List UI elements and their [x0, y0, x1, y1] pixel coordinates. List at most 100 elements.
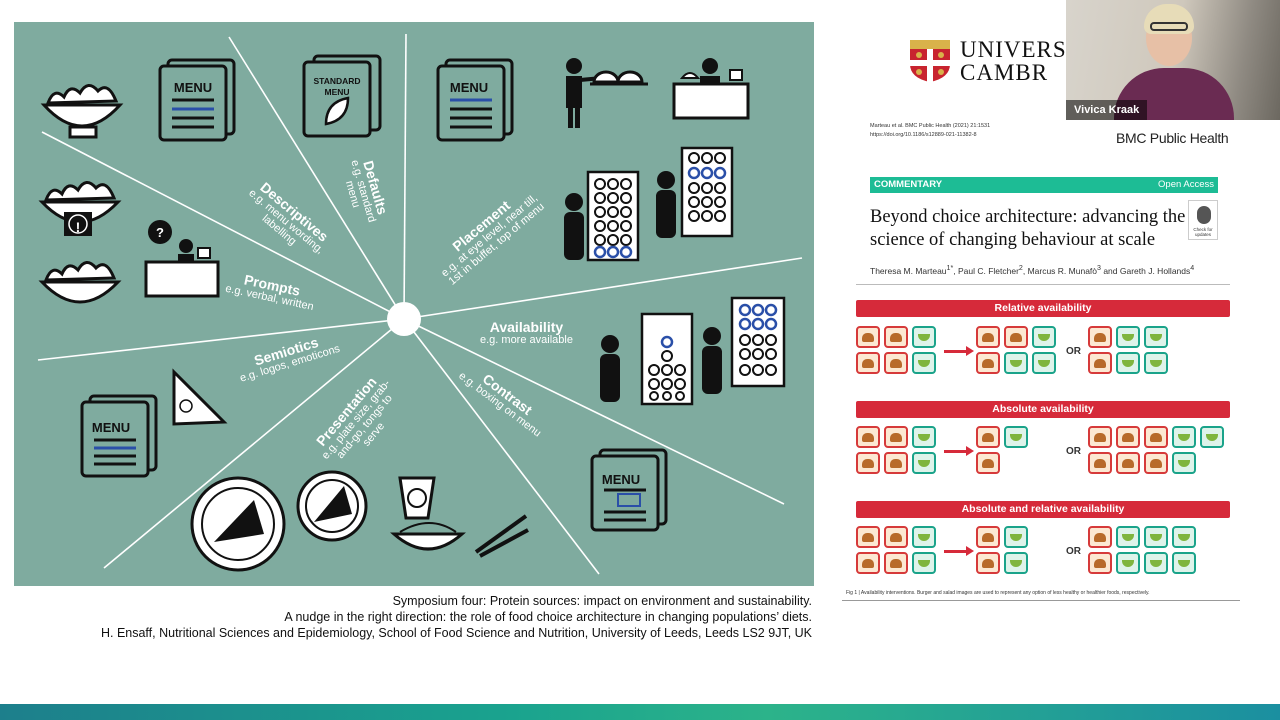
buffet-server-icon: [566, 58, 648, 128]
panel-title: Absolute availability: [856, 401, 1230, 418]
salad-icon: [1004, 426, 1028, 448]
burger-icon: [1144, 452, 1168, 474]
menu-label: MENU: [602, 472, 640, 487]
menu-label: MENU: [92, 420, 130, 435]
check-for-updates-badge[interactable]: Check for updates: [1188, 200, 1218, 240]
burger-icon: [1088, 426, 1112, 448]
burger-icon: [1088, 452, 1112, 474]
salad-bowl-icon: [38, 261, 122, 304]
sandwich-emoticon-icon: [172, 368, 228, 426]
noodle-box-icon: [390, 476, 466, 551]
salad-icon: [1172, 552, 1196, 574]
figure-divider: [856, 284, 1230, 285]
arrow-icon: [944, 346, 974, 356]
menu-icon: [590, 448, 668, 532]
salad-icon: [1004, 526, 1028, 548]
burger-icon: [884, 526, 908, 548]
arrow-icon: [944, 446, 974, 456]
or-label: OR: [1066, 446, 1081, 457]
panel-title: Absolute and relative availability: [856, 501, 1230, 518]
author-name: and Gareth J. Hollands: [1100, 265, 1191, 276]
author-affiliation: 2: [1018, 264, 1023, 272]
burger-icon: [1088, 352, 1112, 374]
figure-rule: [842, 600, 1240, 601]
burger-icon: [1088, 526, 1112, 548]
burger-icon: [856, 552, 880, 574]
burger-icon: [884, 552, 908, 574]
salad-icon: [1144, 552, 1168, 574]
salad-icon: [1032, 326, 1056, 348]
alert-icon: [64, 212, 92, 236]
salad-icon: [1172, 452, 1196, 474]
burger-icon: [856, 526, 880, 548]
paper-title: Beyond choice architecture: advancing th…: [870, 207, 1186, 251]
burger-icon: [856, 326, 880, 348]
menu-label: MENU: [450, 80, 488, 95]
salad-icon: [912, 326, 936, 348]
standard-menu-icon: [302, 54, 382, 138]
shelf-icon: [730, 296, 786, 388]
salad-icon: [1172, 426, 1196, 448]
citation: Marteau et al. BMC Public Health (2021) …: [870, 122, 990, 140]
burger-icon: [884, 326, 908, 348]
authors: Theresa M. Marteau1*, Paul C. Fletcher2,…: [870, 264, 1194, 276]
participant-video-tile[interactable]: Vivica Kraak: [1066, 0, 1280, 120]
journal-name: BMC Public Health: [1116, 130, 1229, 146]
tongs-icon: [474, 514, 529, 558]
till-counter-icon: [672, 58, 750, 120]
center-hub: [387, 302, 421, 336]
burger-icon: [884, 452, 908, 474]
salad-bowl-icon: [40, 84, 124, 139]
section-bar: COMMENTARY Open Access: [870, 177, 1218, 193]
burger-icon: [884, 352, 908, 374]
author-affiliation: 1*: [946, 264, 954, 272]
salad-icon: [1200, 426, 1224, 448]
or-label: OR: [1066, 546, 1081, 557]
salad-icon: [1144, 352, 1168, 374]
menu-label: MENU: [174, 80, 212, 95]
participant-glasses: [1150, 22, 1188, 31]
burger-icon: [976, 452, 1000, 474]
salad-icon: [1144, 326, 1168, 348]
person-icon: [656, 171, 676, 238]
caption-symposium: Symposium four: Protein sources: impact …: [392, 594, 812, 608]
shelf-icon: [680, 146, 734, 238]
doi-link[interactable]: https://doi.org/10.1186/s12889-021-11382…: [870, 131, 977, 138]
author-name: , Paul C. Fletcher: [953, 265, 1019, 276]
burger-icon: [1004, 326, 1028, 348]
burger-icon: [1116, 426, 1140, 448]
salad-icon: [1004, 352, 1028, 374]
salad-icon: [912, 452, 936, 474]
prompt-counter-icon: [144, 220, 220, 298]
author-affiliation: 3: [1097, 264, 1101, 272]
or-label: OR: [1066, 346, 1081, 357]
burger-icon: [976, 426, 1000, 448]
segment-example: e.g. more available: [480, 333, 573, 346]
arrow-icon: [944, 546, 974, 556]
salad-icon: [1144, 526, 1168, 548]
salad-icon: [1116, 526, 1140, 548]
menu-icon: [158, 58, 236, 142]
salad-icon: [1116, 352, 1140, 374]
burger-icon: [1088, 552, 1112, 574]
salad-icon: [912, 552, 936, 574]
author-name: , Marcus R. Munafò: [1022, 265, 1098, 276]
salad-icon: [1172, 526, 1196, 548]
caption-title: A nudge in the right direction: the role…: [284, 610, 812, 624]
burger-icon: [856, 426, 880, 448]
burger-icon: [856, 452, 880, 474]
alert-mark: !: [76, 219, 81, 235]
burger-icon: [1088, 326, 1112, 348]
burger-icon: [1144, 426, 1168, 448]
plate-icon: [296, 470, 368, 542]
burger-icon: [976, 326, 1000, 348]
menu-icon: [436, 58, 514, 142]
segment-title: Availability: [489, 319, 564, 335]
bottom-accent-bar: [0, 704, 1280, 720]
salad-icon: [912, 526, 936, 548]
burger-icon: [976, 552, 1000, 574]
plate-icon: [190, 476, 286, 572]
person-icon: [564, 193, 584, 260]
